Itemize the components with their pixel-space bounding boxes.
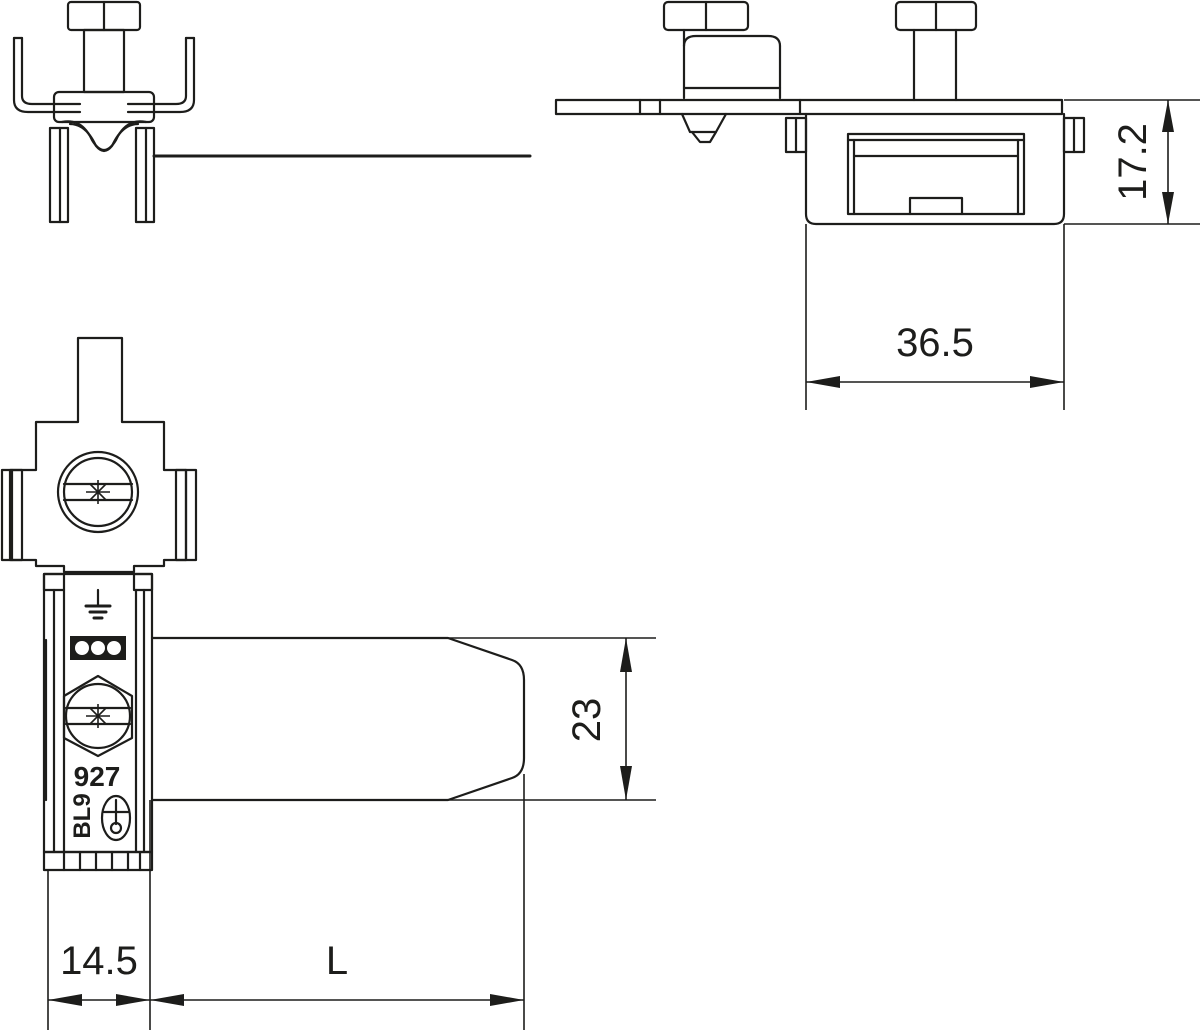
marking-code: 927 — [74, 761, 121, 792]
top-view: 17.2 36.5 — [554, 0, 1200, 410]
dim-height-front: 23 — [565, 698, 609, 743]
marking-series: BL9 — [69, 793, 96, 838]
side-view — [12, 0, 532, 224]
dim-height-top: 17.2 — [1111, 123, 1155, 201]
dim-length-front: L — [326, 939, 348, 983]
dim-width-front: 14.5 — [60, 939, 138, 983]
front-view: 927 BL9 23 14.5 L — [0, 336, 656, 1030]
dim-width-top: 36.5 — [896, 321, 974, 365]
